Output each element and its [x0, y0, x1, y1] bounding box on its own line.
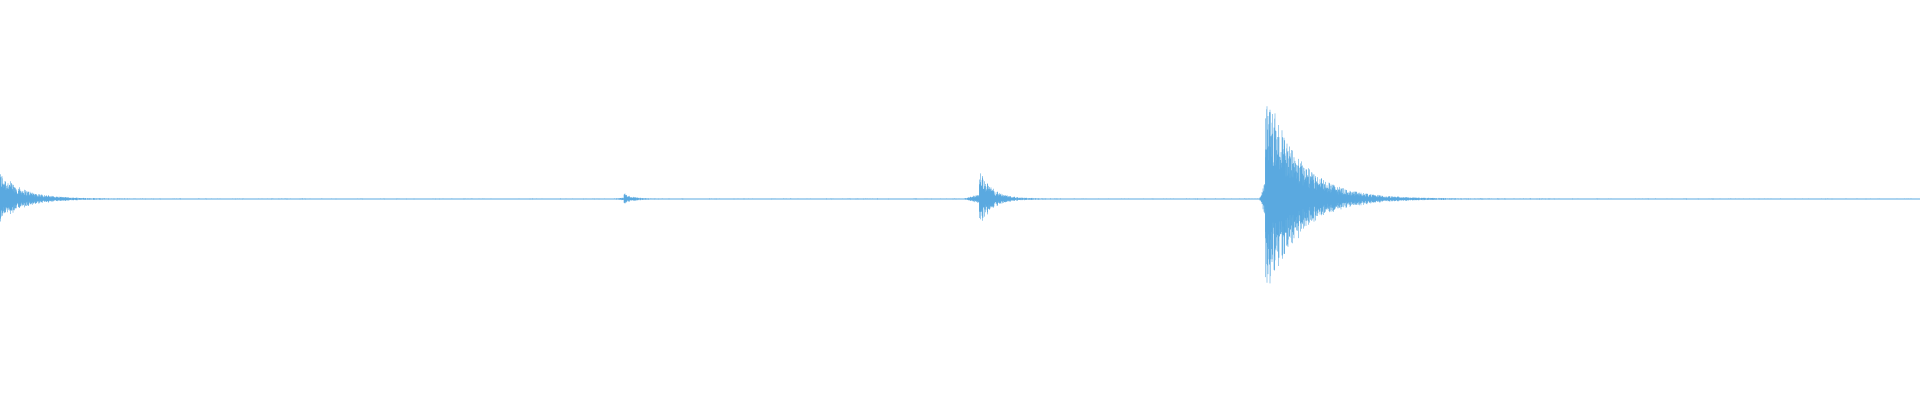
waveform-path [0, 106, 1920, 284]
